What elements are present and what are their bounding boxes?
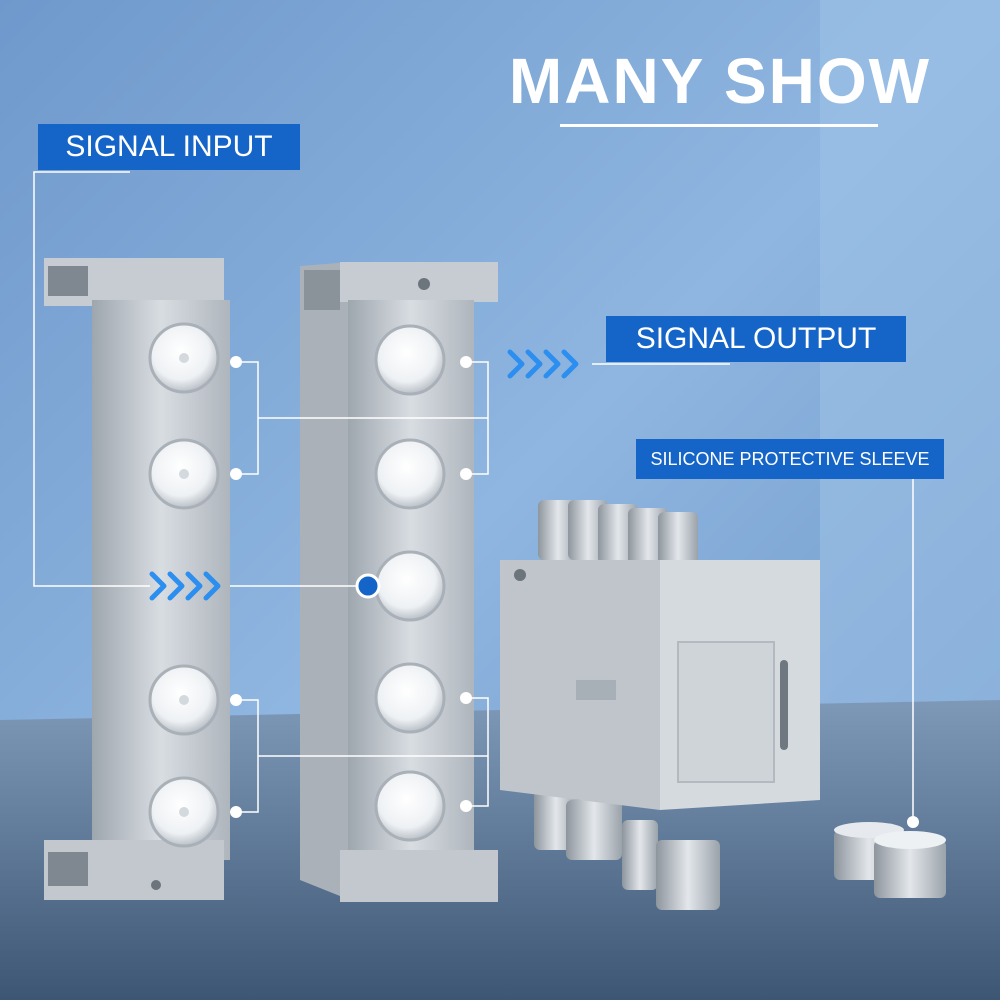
signal-output-label: SIGNAL OUTPUT [606,316,906,362]
splitter-front-view [44,258,230,900]
page-title: MANY SHOW [508,45,932,117]
splitter-angled-view [300,262,498,902]
chevron-arrow-icon [507,349,579,379]
title-underline [560,124,878,127]
chevron-arrow-icon [149,571,221,601]
connector-dot-icon [460,356,472,368]
splitter-box [500,500,820,910]
connector-dot-icon [460,800,472,812]
connector-dot-icon [230,806,242,818]
signal-input-label: SIGNAL INPUT [38,124,300,170]
sleeve-label: SILICONE PROTECTIVE SLEEVE [636,439,944,479]
input-connector-dot-icon [355,573,381,599]
connector-dot-icon [907,816,919,828]
silicone-sleeves [834,822,946,898]
connector-dot-icon [460,692,472,704]
connector-dot-icon [230,468,242,480]
connector-dot-icon [230,694,242,706]
connector-lines [33,171,914,816]
connector-dot-icon [460,468,472,480]
connector-dot-icon [230,356,242,368]
